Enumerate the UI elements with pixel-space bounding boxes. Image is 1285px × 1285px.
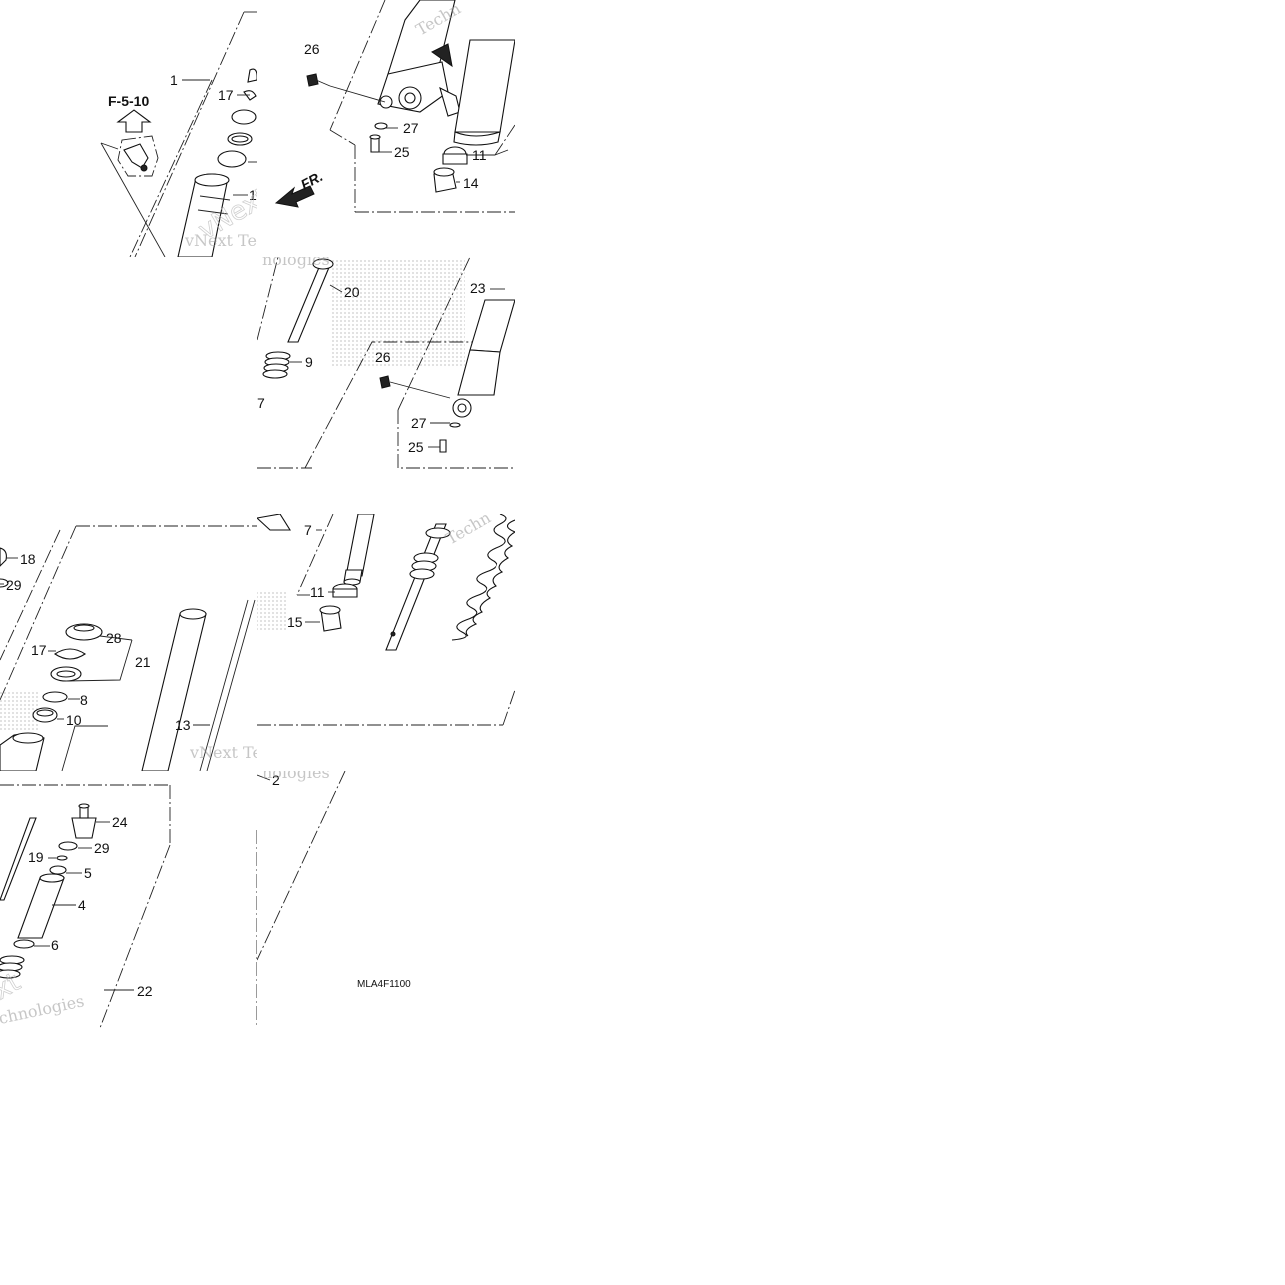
callout-29: 29 (6, 577, 22, 593)
tile-center: 7 11 15 Techn (257, 508, 515, 726)
callout-9: 9 (305, 354, 313, 370)
callout-20: 20 (344, 284, 360, 300)
watermark-fragment-2: nologies (262, 250, 330, 269)
callout-23: 23 (470, 280, 486, 296)
adjuster-bolt-part (71, 817, 97, 839)
callout-22: 22 (137, 983, 153, 999)
tile-middle: 20 9 7 26 23 27 25 nologies (257, 250, 515, 469)
reference-label: F-5-10 (108, 93, 149, 109)
callout-25-lower: 25 (408, 439, 424, 455)
callout-7: 7 (257, 395, 265, 411)
callout-24: 24 (112, 814, 128, 830)
fork-spring-part (451, 514, 515, 641)
diagram-code: MLA4F1100 (357, 979, 411, 990)
watermark-fragment-3: Techn (443, 508, 494, 549)
callout-18: 18 (20, 551, 36, 567)
callout-21: 21 (135, 654, 151, 670)
callout-11-lower: 11 (310, 584, 325, 600)
front-label: FR. (298, 168, 325, 193)
damper-rod-part (345, 514, 375, 577)
callout-10: 10 (66, 712, 82, 728)
callout-6: 6 (51, 937, 59, 953)
spring-9-part (262, 351, 291, 379)
callout-11: 11 (472, 147, 487, 163)
tile-top-middle: 26 27 25 11 14 FR. Techn (274, 0, 515, 213)
callout-17: 17 (218, 87, 234, 103)
watermark-text-2: vNext Tec (189, 743, 271, 762)
callout-28: 28 (106, 630, 122, 646)
up-arrow-icon (116, 109, 152, 133)
callout-26-lower: 26 (375, 349, 391, 365)
adjuster-rod-part (0, 817, 37, 901)
rebound-spring-part (0, 955, 25, 979)
watermark-text: vNext Tec (184, 231, 266, 250)
watermark-outline-2: xt (0, 967, 26, 1006)
callout-15: 15 (287, 614, 303, 630)
callout-8: 8 (80, 692, 88, 708)
callout-5: 5 (84, 865, 92, 881)
callout-26: 26 (304, 41, 320, 57)
tile-top-left: 1 17 1 F-5-10 vNext Tec vNext (100, 11, 266, 257)
callout-17-lower: 17 (31, 642, 47, 658)
callout-1-lower: 1 (249, 187, 257, 203)
cartridge-rod-part (287, 264, 331, 343)
callout-27: 27 (403, 120, 419, 136)
callout-25: 25 (394, 144, 410, 160)
bracket-part (123, 143, 149, 169)
watermark-fragment-5: nologies (262, 763, 330, 782)
tile-bottom-left: 24 29 19 5 4 6 22 xt chnologies (0, 784, 257, 1028)
cartridge-tube-part (17, 877, 65, 939)
piston-rings-part (409, 552, 439, 580)
bolt-26-part (306, 73, 319, 87)
callout-29-lower: 29 (94, 840, 110, 856)
callout-7-lower: 7 (304, 522, 312, 538)
seal-part (231, 109, 257, 125)
front-arrow-icon (274, 185, 315, 208)
callout-1: 1 (170, 72, 178, 88)
callout-4: 4 (78, 897, 86, 913)
callout-27-lower: 27 (411, 415, 427, 431)
callout-14: 14 (463, 175, 479, 191)
callout-19: 19 (28, 849, 44, 865)
callout-2: 2 (272, 772, 280, 788)
tile-middle-left: 18 29 28 17 21 8 10 13 vNext Tec (0, 525, 271, 771)
callout-13: 13 (175, 717, 191, 733)
tile-bottom-middle: 2 nologies MLA4F1100 (257, 763, 411, 990)
